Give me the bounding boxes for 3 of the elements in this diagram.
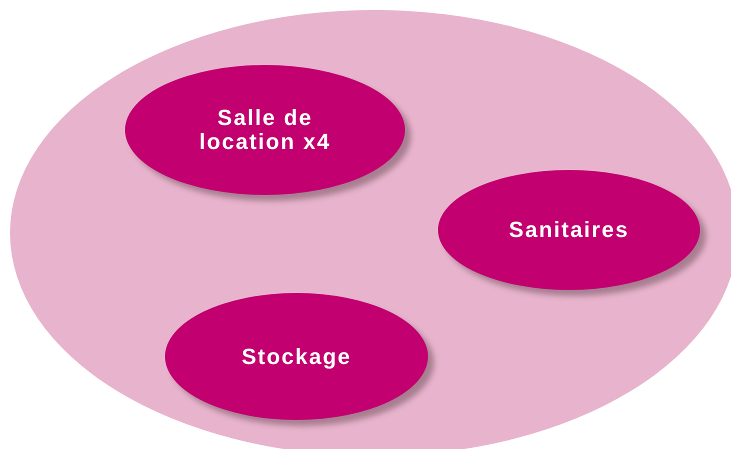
room-label: Salle de location x4 — [198, 106, 332, 154]
room-label: Stockage — [242, 344, 352, 368]
room-label: Sanitaires — [508, 218, 630, 242]
